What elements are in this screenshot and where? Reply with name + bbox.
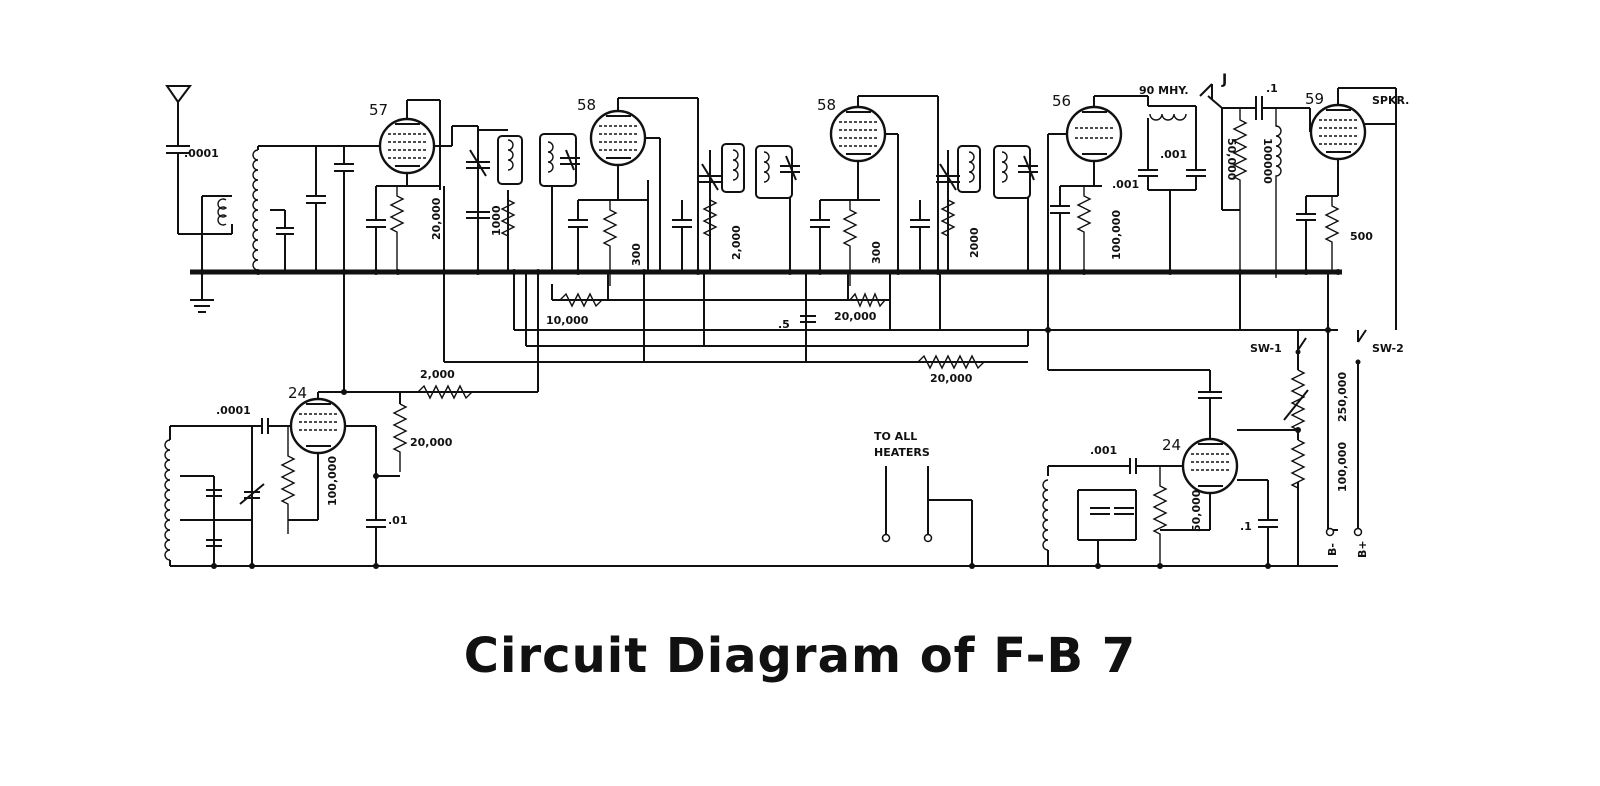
r-100000-d-label: 100,000 (1336, 442, 1349, 492)
tube-59-wiring (1296, 87, 1397, 330)
r-100000-second-label: 100000 (1261, 138, 1274, 184)
stage1-tuning-caps (306, 146, 354, 272)
stage1-tuning-coil (252, 145, 390, 272)
tube-56-wiring (1047, 95, 1148, 272)
speaker-label: SPKR. (1372, 94, 1409, 107)
stage3-transformer (672, 143, 745, 272)
oscillator-wiring (317, 272, 538, 566)
heaters-label-line2: HEATERS (874, 446, 930, 459)
switch-sw1 (1295, 337, 1307, 370)
r-100000-c-label: 100,000 (326, 456, 339, 506)
stage2-input-coil (539, 133, 580, 272)
b-plus-label: B+ (1356, 540, 1369, 558)
jack-j-label: J (1221, 72, 1227, 88)
tube-58-first-wiring (568, 97, 699, 286)
oscillator-tank (164, 418, 1338, 567)
cap-1-b-label: .1 (1240, 520, 1252, 533)
junction-dots (199, 269, 1341, 569)
tube-57 (378, 117, 436, 175)
tube-58-first (589, 109, 647, 167)
cap-5 (800, 315, 816, 323)
cap-0001-b-label: .0001 (216, 404, 251, 417)
stage3-input-coil (755, 145, 800, 272)
r-100000-first-label: 100,000 (1110, 210, 1123, 260)
bias-network (443, 186, 1338, 530)
heater-terminals (881, 466, 973, 566)
r-20000-b (849, 292, 886, 308)
r-2000-c-label: 2,000 (420, 368, 455, 381)
tube-58-second-label: 58 (817, 96, 836, 114)
antenna-symbol (165, 85, 203, 272)
audio-wiring (1042, 369, 1309, 568)
r-2000-c (417, 384, 473, 400)
cap-5-label: .5 (778, 318, 790, 331)
sw2-label: SW-2 (1372, 342, 1404, 355)
cap-001-a-label: .001 (1112, 178, 1139, 191)
tube-24-audio-label: 24 (1162, 436, 1181, 454)
tube-59-label: 59 (1305, 90, 1324, 108)
ground-symbol (190, 272, 214, 313)
tube-24-audio (1181, 437, 1239, 495)
tube-24-oscillator-label: 24 (288, 384, 307, 402)
tube-58-second-wiring (810, 95, 939, 286)
choke-90mhy-label: 90 MHY. (1139, 84, 1189, 97)
r-300-first-label: 300 (630, 243, 643, 266)
r-20000-d-label: 20,000 (410, 436, 453, 449)
b-minus-label: B- (1326, 543, 1339, 556)
tube-56 (1065, 105, 1123, 163)
tube-57-wiring (366, 99, 478, 272)
b-terminals (1298, 527, 1363, 567)
r-2000-second-label: 2000 (968, 227, 981, 258)
tube-56-label: 56 (1052, 92, 1071, 110)
r-250000-label: 250,000 (1336, 372, 1349, 422)
antenna-coil (201, 195, 233, 235)
stage4-transformer (910, 145, 981, 272)
sw1-label: SW-1 (1250, 342, 1282, 355)
switch-sw2 (1355, 329, 1367, 530)
antenna-cap-label: .0001 (184, 147, 219, 160)
tube-24-oscillator (289, 397, 347, 455)
r-20000-b-label: 20,000 (834, 310, 877, 323)
r-10000-label: 10,000 (546, 314, 589, 327)
tube-58-second (829, 105, 887, 163)
r-20000-c (917, 354, 985, 370)
cap-01-label: .01 (388, 514, 408, 527)
tube-57-label: 57 (369, 101, 388, 119)
r-20000-label: 20,000 (430, 197, 443, 240)
jack-j (1199, 83, 1240, 211)
r-2000-first-label: 2,000 (730, 225, 743, 260)
cap-1-a-label: .1 (1266, 82, 1278, 95)
cap-001-c-label: .001 (1090, 444, 1117, 457)
r-20000-c-label: 20,000 (930, 372, 973, 385)
stage2-transformer (466, 126, 523, 272)
r-50000-b-label: 50,000 (1190, 489, 1203, 532)
heaters-label-line1: TO ALL (874, 430, 917, 443)
diagram-title: Circuit Diagram of F-B 7 (463, 628, 1137, 684)
output-coupling (1222, 96, 1310, 278)
detector-input-coil (993, 145, 1038, 272)
tube-59 (1309, 103, 1367, 161)
tube-58-first-label: 58 (577, 96, 596, 114)
r-50000-first-label: 50,000 (1225, 138, 1238, 181)
r-1000-label: 1000 (490, 205, 503, 236)
r-10000 (559, 292, 603, 308)
r-500-label: 500 (1350, 230, 1373, 243)
r-300-second-label: 300 (870, 241, 883, 264)
choke-90mhy (1138, 96, 1206, 272)
cap-001-b-label: .001 (1160, 148, 1187, 161)
